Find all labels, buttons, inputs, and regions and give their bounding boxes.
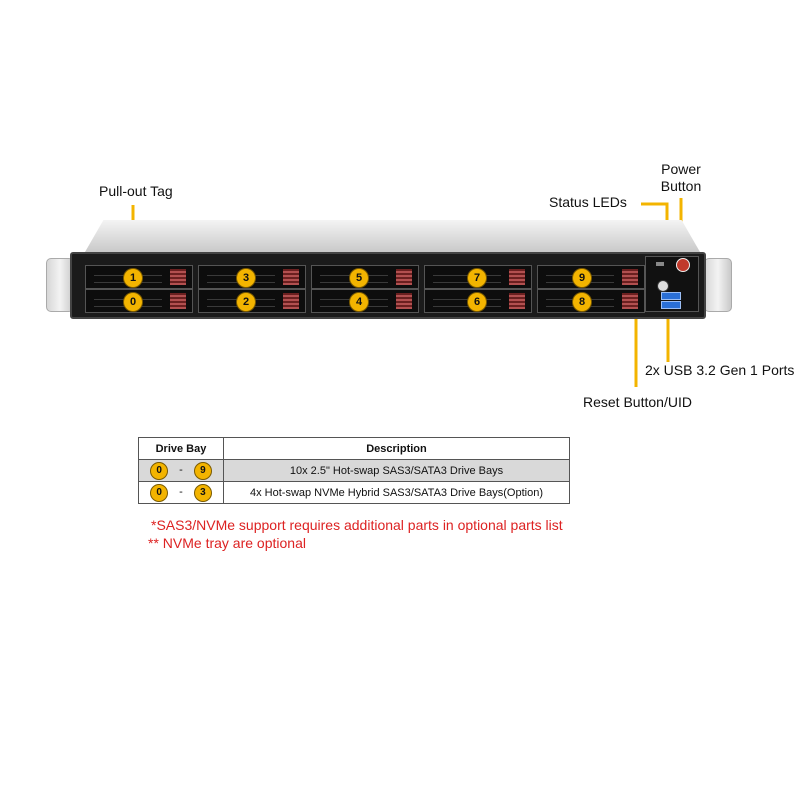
drive-latch	[283, 269, 299, 285]
bay-range-separator: -	[179, 486, 183, 499]
power-button-label-line1: Power	[661, 161, 701, 177]
status-leds-label: Status LEDs	[549, 194, 627, 210]
bay-range-end: 3	[193, 483, 212, 502]
bay-badge-3: 3	[236, 268, 256, 288]
bay-badge-5: 5	[349, 268, 369, 288]
reset-uid-label: Reset Button/UID	[583, 394, 692, 410]
power-button-label: Power Button	[653, 161, 709, 195]
table-row: 0 - 3 4x Hot-swap NVMe Hybrid SAS3/SATA3…	[138, 481, 570, 504]
pullout-tag-label: Pull-out Tag	[99, 183, 173, 199]
bay-range-start: 0	[150, 483, 169, 502]
drive-latch	[170, 293, 186, 309]
power-button-label-line2: Button	[660, 178, 702, 194]
status-led-icon	[656, 262, 664, 266]
bay-badge-1: 1	[123, 268, 143, 288]
drive-latch	[509, 293, 525, 309]
footnote-nvme-tray: ** NVMe tray are optional	[148, 535, 306, 551]
row-description: 4x Hot-swap NVMe Hybrid SAS3/SATA3 Drive…	[223, 481, 570, 504]
drive-latch	[509, 269, 525, 285]
drive-bay-range: 0 - 9	[138, 459, 224, 482]
drive-latch	[396, 269, 412, 285]
col-header-drive-bay: Drive Bay	[138, 437, 224, 460]
footnote-sas3-nvme: *SAS3/NVMe support requires additional p…	[151, 517, 563, 533]
bay-range-start: 0	[150, 461, 169, 480]
row-description: 10x 2.5" Hot-swap SAS3/SATA3 Drive Bays	[223, 459, 570, 482]
bay-badge-4: 4	[349, 292, 369, 312]
usb-ports-label: 2x USB 3.2 Gen 1 Ports	[645, 362, 795, 378]
drive-bay-range: 0 - 3	[138, 481, 224, 504]
drive-bay-table: Drive Bay Description 0 - 9 10x 2.5" Hot…	[138, 437, 570, 504]
bay-badge-2: 2	[236, 292, 256, 312]
bay-range-end: 9	[193, 461, 212, 480]
col-header-description: Description	[223, 437, 570, 460]
usb-port-icon	[661, 292, 681, 300]
drive-latch	[622, 293, 638, 309]
table-row: 0 - 9 10x 2.5" Hot-swap SAS3/SATA3 Drive…	[138, 459, 570, 482]
drive-latch	[170, 269, 186, 285]
bay-badge-9: 9	[572, 268, 592, 288]
bay-range-separator: -	[179, 464, 183, 477]
right-rack-ear	[704, 258, 732, 312]
reset-uid-button	[657, 280, 669, 292]
bay-badge-6: 6	[467, 292, 487, 312]
bay-badge-8: 8	[572, 292, 592, 312]
table-header-row: Drive Bay Description	[138, 437, 570, 460]
drive-latch	[283, 293, 299, 309]
power-button	[676, 258, 690, 272]
drive-latch	[622, 269, 638, 285]
chassis-top	[85, 220, 700, 252]
usb-port-icon	[661, 301, 681, 309]
bay-badge-0: 0	[123, 292, 143, 312]
drive-latch	[396, 293, 412, 309]
bay-badge-7: 7	[467, 268, 487, 288]
